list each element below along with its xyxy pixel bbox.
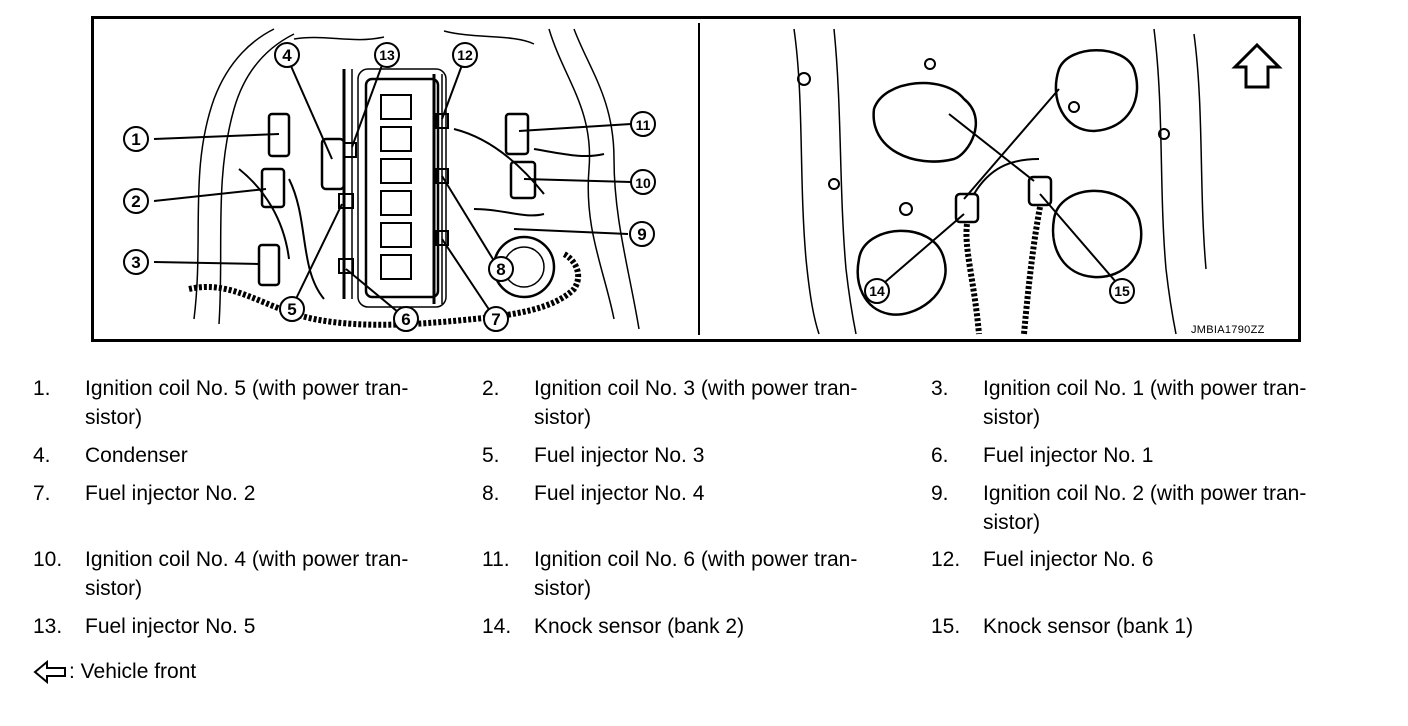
- svg-text:2: 2: [131, 192, 140, 211]
- svg-text:8: 8: [496, 260, 505, 279]
- legend-text: Fuel injector No. 3: [534, 444, 705, 467]
- legend-text: Fuel injector No. 1: [983, 444, 1154, 467]
- legend-text: Fuel injector No. 2: [85, 482, 256, 505]
- engine-diagram: 1 2 3 4 5 6 7 8: [91, 16, 1301, 342]
- legend-number: 6.: [931, 444, 949, 467]
- callout-5: 5: [279, 296, 305, 322]
- legend-number: 1.: [33, 377, 51, 400]
- callout-4: 4: [274, 42, 300, 68]
- legend-text: Ignition coil No. 3 (with power tran-sis…: [534, 377, 858, 429]
- legend-text: Ignition coil No. 5 (with power tran-sis…: [85, 377, 409, 429]
- legend-number: 15.: [931, 615, 961, 638]
- svg-text:9: 9: [637, 225, 646, 244]
- callout-15: 15: [1109, 278, 1135, 304]
- svg-text:6: 6: [401, 310, 410, 329]
- svg-text:13: 13: [379, 47, 395, 63]
- legend-text: Condenser: [85, 444, 188, 467]
- legend-text: Fuel injector No. 6: [983, 548, 1154, 571]
- callout-9: 9: [629, 221, 655, 247]
- legend-number: 14.: [482, 615, 512, 638]
- legend-text: Knock sensor (bank 1): [983, 615, 1194, 638]
- legend-text: Ignition coil No. 2 (with power tran-sis…: [983, 482, 1307, 534]
- right-block-sketch: [793, 28, 1207, 335]
- legend-number: 12.: [931, 548, 961, 571]
- svg-text:7: 7: [491, 310, 500, 329]
- legend-number: 10.: [33, 548, 63, 571]
- callout-12: 12: [452, 42, 478, 68]
- svg-text:1: 1: [131, 130, 140, 149]
- panel-divider: [698, 23, 700, 335]
- svg-text:3: 3: [131, 253, 140, 272]
- left-engine-sketch: [153, 28, 640, 330]
- svg-text:14: 14: [869, 283, 885, 299]
- vehicle-front-note: : Vehicle front: [33, 657, 196, 686]
- legend-number: 4.: [33, 444, 51, 467]
- callout-6: 6: [393, 306, 419, 332]
- engine-drawing: 1 2 3 4 5 6 7 8: [123, 28, 1283, 335]
- legend-number: 5.: [482, 444, 500, 467]
- vehicle-front-text: : Vehicle front: [69, 660, 197, 683]
- svg-text:11: 11: [636, 117, 651, 133]
- callout-3: 3: [123, 249, 149, 275]
- legend-text: Fuel injector No. 5: [85, 615, 256, 638]
- svg-text:4: 4: [282, 46, 292, 65]
- legend-number: 3.: [931, 377, 949, 400]
- svg-text:15: 15: [1114, 283, 1130, 299]
- callout-8: 8: [488, 256, 514, 282]
- callout-2: 2: [123, 188, 149, 214]
- legend-text: Knock sensor (bank 2): [534, 615, 745, 638]
- callout-7: 7: [483, 306, 509, 332]
- legend-text: Ignition coil No. 4 (with power tran-sis…: [85, 548, 409, 600]
- arrow-left-outline-icon: [33, 659, 66, 684]
- callout-11: 11: [630, 111, 656, 137]
- legend-number: 11.: [482, 548, 510, 571]
- callout-10: 10: [630, 169, 656, 195]
- legend-number: 2.: [482, 377, 500, 400]
- svg-text:12: 12: [457, 47, 473, 63]
- callout-1: 1: [123, 126, 149, 152]
- svg-text:10: 10: [635, 175, 651, 191]
- legend-number: 13.: [33, 615, 63, 638]
- arrow-up-outline-icon: [1231, 42, 1283, 89]
- figure-code: JMBIA1790ZZ: [1191, 324, 1265, 336]
- legend-number: 8.: [482, 482, 500, 505]
- legend-text: Ignition coil No. 1 (with power tran-sis…: [983, 377, 1307, 429]
- legend-number: 7.: [33, 482, 51, 505]
- legend-text: Fuel injector No. 4: [534, 482, 705, 505]
- legend-number: 9.: [931, 482, 949, 505]
- svg-text:5: 5: [287, 300, 296, 319]
- callout-13: 13: [374, 42, 400, 68]
- callout-14: 14: [864, 278, 890, 304]
- legend-text: Ignition coil No. 6 (with power tran-sis…: [534, 548, 858, 600]
